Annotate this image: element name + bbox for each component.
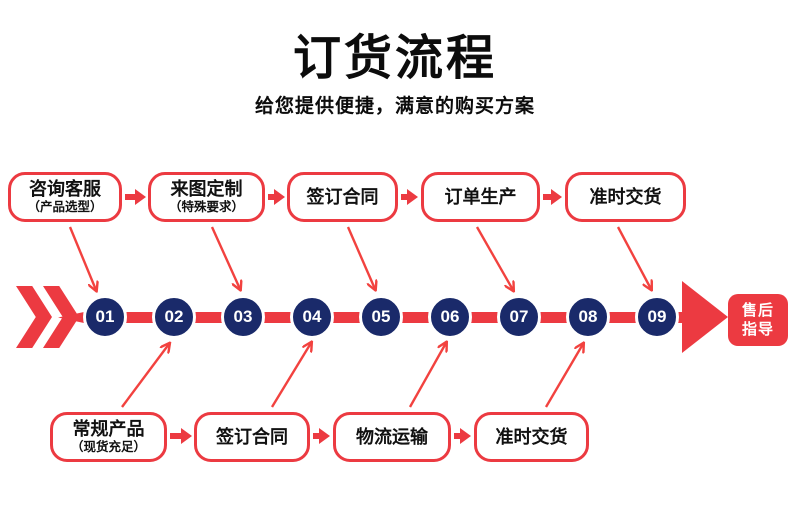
step-circle-08: 08 <box>566 295 610 339</box>
process-box-sublabel: （产品选型） <box>27 200 103 214</box>
process-box-label: 订单生产 <box>444 186 517 207</box>
process-box-label: 签订合同 <box>216 426 288 447</box>
flow-arrow <box>543 189 562 205</box>
step-circle-02: 02 <box>152 295 196 339</box>
connector-arrow <box>121 344 169 408</box>
process-box-on-time-delivery-bottom: 准时交货 <box>474 412 589 462</box>
flow-arrow <box>170 428 192 444</box>
process-box-logistics: 物流运输 <box>333 412 451 462</box>
after-sales-line1: 售后 <box>741 302 774 319</box>
step-circle-09: 09 <box>635 295 679 339</box>
connector-arrow <box>210 226 240 289</box>
process-box-consult-service: 咨询客服 （产品选型） <box>8 172 122 222</box>
step-number: 05 <box>371 307 391 326</box>
connector-arrow <box>616 226 651 289</box>
process-box-sublabel: （现货充足） <box>70 440 146 454</box>
step-number: 08 <box>578 307 598 326</box>
process-box-sublabel: （特殊要求） <box>168 200 244 214</box>
connector-arrow <box>544 344 583 408</box>
process-box-sign-contract-top: 签订合同 <box>287 172 398 222</box>
flow-arrow <box>313 428 330 444</box>
step-number: 02 <box>164 307 184 326</box>
process-box-label: 咨询客服 <box>29 179 101 199</box>
step-number: 04 <box>302 307 322 326</box>
step-number: 01 <box>95 307 115 326</box>
chevron-left-icon <box>16 286 52 348</box>
connector-arrow <box>68 226 96 290</box>
step-number: 06 <box>440 307 460 326</box>
process-box-label: 准时交货 <box>495 426 568 447</box>
process-box-order-production: 订单生产 <box>421 172 540 222</box>
page-subtitle: 给您提供便捷，满意的购买方案 <box>254 96 535 117</box>
big-right-arrow-icon <box>682 281 728 353</box>
connector-arrow <box>475 226 513 290</box>
step-number: 07 <box>509 307 529 326</box>
after-sales-line2: 指导 <box>741 321 774 338</box>
process-box-on-time-delivery-top: 准时交货 <box>565 172 686 222</box>
process-box-label: 签订合同 <box>306 186 379 207</box>
step-circle-03: 03 <box>221 295 265 339</box>
flow-arrow <box>454 428 471 444</box>
connector-arrow <box>346 226 375 289</box>
flow-arrow <box>125 189 146 205</box>
process-box-label: 常规产品 <box>72 419 145 439</box>
step-circle-01: 01 <box>83 295 127 339</box>
process-box-custom-design: 来图定制 （特殊要求） <box>148 172 265 222</box>
step-circle-07: 07 <box>497 295 541 339</box>
flow-arrow <box>268 189 285 205</box>
step-number: 09 <box>647 307 667 326</box>
connector-arrow <box>270 343 311 408</box>
process-box-sign-contract-bottom: 签订合同 <box>194 412 310 462</box>
page-title: 订货流程 <box>292 32 497 85</box>
process-box-label: 来图定制 <box>170 179 243 199</box>
process-box-label: 物流运输 <box>356 426 428 447</box>
step-circle-05: 05 <box>359 295 403 339</box>
process-box-regular-product: 常规产品 （现货充足） <box>50 412 167 462</box>
step-number: 03 <box>233 307 253 326</box>
flow-arrow <box>401 189 418 205</box>
step-circle-04: 04 <box>290 295 334 339</box>
connector-arrow <box>408 343 446 408</box>
process-box-label: 准时交货 <box>589 186 662 207</box>
after-sales-badge: 售后 指导 <box>728 294 788 346</box>
step-circle-06: 06 <box>428 295 472 339</box>
